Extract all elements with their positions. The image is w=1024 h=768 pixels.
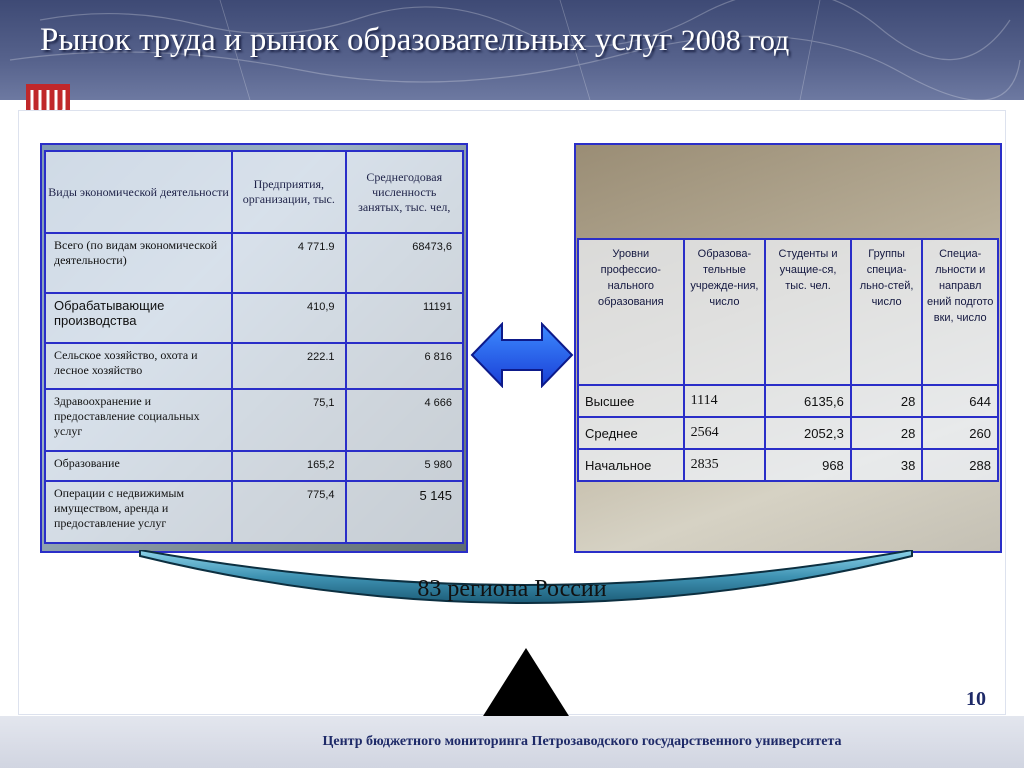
triangle-icon (478, 648, 574, 724)
enterprises-cell: 4 771.9 (231, 232, 347, 294)
institutions-cell: 1114 (682, 384, 767, 418)
groups-cell: 28 (849, 384, 924, 418)
employed-cell: 6 816 (344, 342, 465, 390)
employed-cell: 5 980 (344, 450, 465, 482)
enterprises-cell: 75,1 (231, 388, 347, 452)
students-cell: 6135,6 (764, 384, 852, 418)
enterprises-cell: 775,4 (231, 480, 347, 544)
scale-beam (139, 550, 913, 604)
table-row: Среднее 2564 2052,3 28 260 (577, 416, 999, 450)
regions-caption: 83 региона России (417, 576, 607, 602)
education-market-table: Уровни профессио-нального образования Об… (577, 238, 999, 482)
groups-cell: 28 (849, 416, 924, 450)
column-header: Образова-тельные учрежде-ния, число (682, 238, 767, 386)
table-header-row: Виды экономической деятельности Предприя… (43, 150, 465, 234)
institutions-cell: 2564 (682, 416, 767, 450)
employed-cell: 5 145 (344, 480, 465, 544)
students-cell: 968 (764, 448, 852, 482)
table-row: Всего (по видам экономической деятельнос… (43, 232, 465, 294)
row-label: Обрабатывающие производства (43, 292, 234, 344)
column-header: Специа-льности и направл ений подгото вк… (921, 238, 999, 386)
table-row: Обрабатывающие производства 410,9 11191 (43, 292, 465, 344)
column-header: Уровни профессио-нального образования (577, 238, 685, 386)
table-row: Здравоохранение и предоставление социаль… (43, 388, 465, 452)
footer-text: Центр бюджетного мониторинга Петрозаводс… (322, 734, 842, 749)
slide-title: Рынок труда и рынок образовательных услу… (40, 22, 789, 59)
table-row: Сельское хозяйство, охота и лесное хозяй… (43, 342, 465, 390)
double-arrow-icon (470, 322, 574, 388)
enterprises-cell: 165,2 (231, 450, 347, 482)
column-header: Группы специа-льно-стей, число (849, 238, 924, 386)
page-number: 10 (966, 688, 986, 710)
row-label: Образование (43, 450, 234, 482)
row-label: Всего (по видам экономической деятельнос… (43, 232, 234, 294)
footer-band (0, 716, 1024, 768)
enterprises-cell: 410,9 (231, 292, 347, 344)
table-header-row: Уровни профессио-нального образования Об… (577, 238, 999, 386)
world-map-decoration (9, 0, 1021, 100)
column-header: Студенты и учащие-ся, тыс. чел. (764, 238, 852, 386)
table-row: Образование 165,2 5 980 (43, 450, 465, 482)
row-label: Сельское хозяйство, охота и лесное хозяй… (43, 342, 234, 390)
row-label: Здравоохранение и предоставление социаль… (43, 388, 234, 452)
specialties-cell: 644 (921, 384, 999, 418)
column-header: Виды экономической деятельности (43, 150, 234, 234)
enterprises-cell: 222.1 (231, 342, 347, 390)
employed-cell: 11191 (344, 292, 465, 344)
groups-cell: 38 (849, 448, 924, 482)
level-cell: Начальное (577, 448, 685, 482)
labor-market-table: Виды экономической деятельности Предприя… (43, 150, 465, 544)
institutions-cell: 2835 (682, 448, 767, 482)
row-label: Операции с недвижимым имуществом, аренда… (43, 480, 234, 544)
table-row: Операции с недвижимым имуществом, аренда… (43, 480, 465, 544)
employed-cell: 4 666 (344, 388, 465, 452)
title-year: 2008 год (680, 24, 790, 57)
specialties-cell: 288 (921, 448, 999, 482)
header-band (0, 0, 1024, 100)
specialties-cell: 260 (921, 416, 999, 450)
balance-scale (139, 550, 913, 724)
level-cell: Высшее (577, 384, 685, 418)
employed-cell: 68473,6 (344, 232, 465, 294)
table-row: Начальное 2835 968 38 288 (577, 448, 999, 482)
students-cell: 2052,3 (764, 416, 852, 450)
column-header: Среднегодовая численность занятых, тыс. … (344, 150, 465, 234)
level-cell: Среднее (577, 416, 685, 450)
column-header: Предприятия, организации, тыс. (231, 150, 347, 234)
title-text: Рынок труда и рынок образовательных услу… (40, 22, 673, 58)
table-row: Высшее 1114 6135,6 28 644 (577, 384, 999, 418)
